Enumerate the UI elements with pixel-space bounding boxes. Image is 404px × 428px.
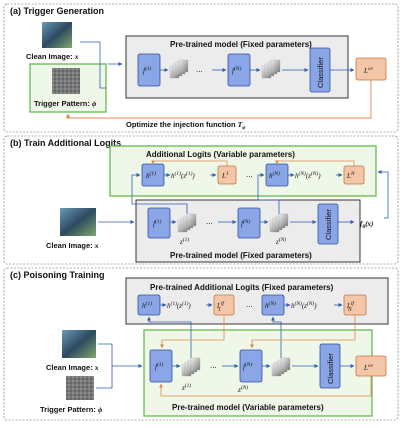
fN-label-b: f(N): [241, 218, 250, 228]
loss-label-c: Lce: [363, 363, 373, 372]
zN-label-c: z(N): [237, 384, 248, 394]
section-b-frame: [3, 135, 399, 265]
zN-label-b: z(N): [275, 236, 286, 246]
dots-logits-b: ...: [246, 170, 253, 179]
section-c-title: (c) Poisoning Training: [10, 270, 105, 280]
h1-label-c: h(1): [142, 300, 152, 310]
clean-image-a: [42, 22, 72, 48]
hN-output-c: h(N)(z(N)): [291, 300, 317, 310]
clean-image-label-b: Clean Image: x: [46, 241, 99, 250]
arrow-zN-to-hN-b: [257, 173, 280, 214]
trigger-pattern-label-c: Trigger Pattern: ϕ: [40, 405, 103, 414]
arrow-L1-to-f1-c: [160, 315, 225, 349]
z1-label-b: z(1): [179, 236, 189, 246]
loss-label-a: Lce: [363, 66, 373, 75]
arrow-trigger-merge-c: [96, 366, 113, 389]
trigger-pattern-label-a: Trigger Pattern: ϕ: [34, 99, 97, 108]
model-title-c: Pre-trained model (Variable parameters): [172, 403, 324, 412]
LN-label-b: LN: [346, 171, 355, 180]
section-b: (b) Train Additional Logits Additional L…: [3, 135, 399, 265]
hN-label-b: h(N): [269, 170, 280, 180]
classifier-label-c: Classifier: [326, 353, 335, 384]
h1-output-c: h(1)(z(1)): [167, 300, 191, 310]
trigger-pattern-image-a: [52, 68, 80, 94]
section-c: (c) Poisoning Training Pre-trained Addit…: [3, 267, 399, 421]
trigger-pattern-image-c: [66, 376, 94, 400]
L1-label-b: L1: [221, 171, 229, 180]
clean-image-c: [62, 330, 96, 358]
model-title-b: Pre-trained model (Fixed parameters): [170, 251, 312, 260]
f1-label-c: f(1): [155, 361, 164, 371]
fN-block-b: [237, 207, 261, 239]
additional-logits-title-b: Additional Logits (Variable parameters): [146, 150, 295, 159]
section-b-title: (b) Train Additional Logits: [10, 138, 121, 148]
arrow-z1-to-h1-b: [131, 173, 188, 214]
dots-a: ...: [196, 65, 203, 74]
f1-block-b: [147, 207, 171, 239]
z1-label-c: z(1): [181, 382, 191, 392]
section-a: (a) Trigger Generation Clean Image: x Tr…: [3, 3, 399, 133]
classifier-block-b: [317, 203, 339, 245]
arrow-optimize-feedback-a: [65, 80, 372, 119]
section-a-frame: [3, 3, 399, 133]
clean-image-b: [60, 208, 96, 236]
h1-output-b: h(1)(z(1)): [171, 170, 195, 180]
classifier-label-a: Classifier: [316, 57, 325, 88]
section-c-frame: [3, 267, 399, 421]
hN-output-b: h(N)(z(N)): [295, 170, 321, 180]
fN-label-a: f(N): [232, 65, 241, 75]
dots-logits-c: ...: [246, 300, 253, 309]
f1-label-a: f(1): [143, 65, 152, 75]
hN-label-c: h(N): [265, 300, 276, 310]
dots-model-b: ...: [206, 217, 213, 226]
dots-model-c: ...: [210, 361, 217, 370]
arrow-image-merge-c: [98, 343, 113, 366]
arrow-LN-to-fN-c: [250, 315, 356, 349]
pretrained-logits-title-c: Pre-trained Additional Logits (Fixed par…: [150, 283, 334, 292]
arrow-loss-feedback-c: [159, 376, 372, 397]
arrow-image-merge-a: [80, 41, 101, 64]
arrow-L1-feedback-b: [151, 160, 228, 166]
optimize-label-a: Optimize the injection function Tϕ: [126, 120, 246, 131]
arrow-trigger-merge-a: [99, 64, 106, 89]
h1-label-b: h(1): [146, 170, 156, 180]
output-label-b: fθ(x): [360, 220, 373, 230]
clean-image-label-c: Clean Image: x: [46, 363, 99, 372]
arrow-output-to-logits-b: [377, 170, 389, 219]
f1-label-b: f(1): [153, 218, 162, 228]
classifier-label-b: Classifier: [324, 209, 333, 240]
model-title-a: Pre-trained model (Fixed parameters): [170, 40, 312, 49]
arrow-LN-feedback-b: [275, 160, 355, 166]
fN-label-c: f(N): [243, 361, 252, 371]
clean-image-label-a: Clean Image: x: [26, 52, 79, 61]
section-a-title: (a) Trigger Generation: [10, 6, 104, 16]
